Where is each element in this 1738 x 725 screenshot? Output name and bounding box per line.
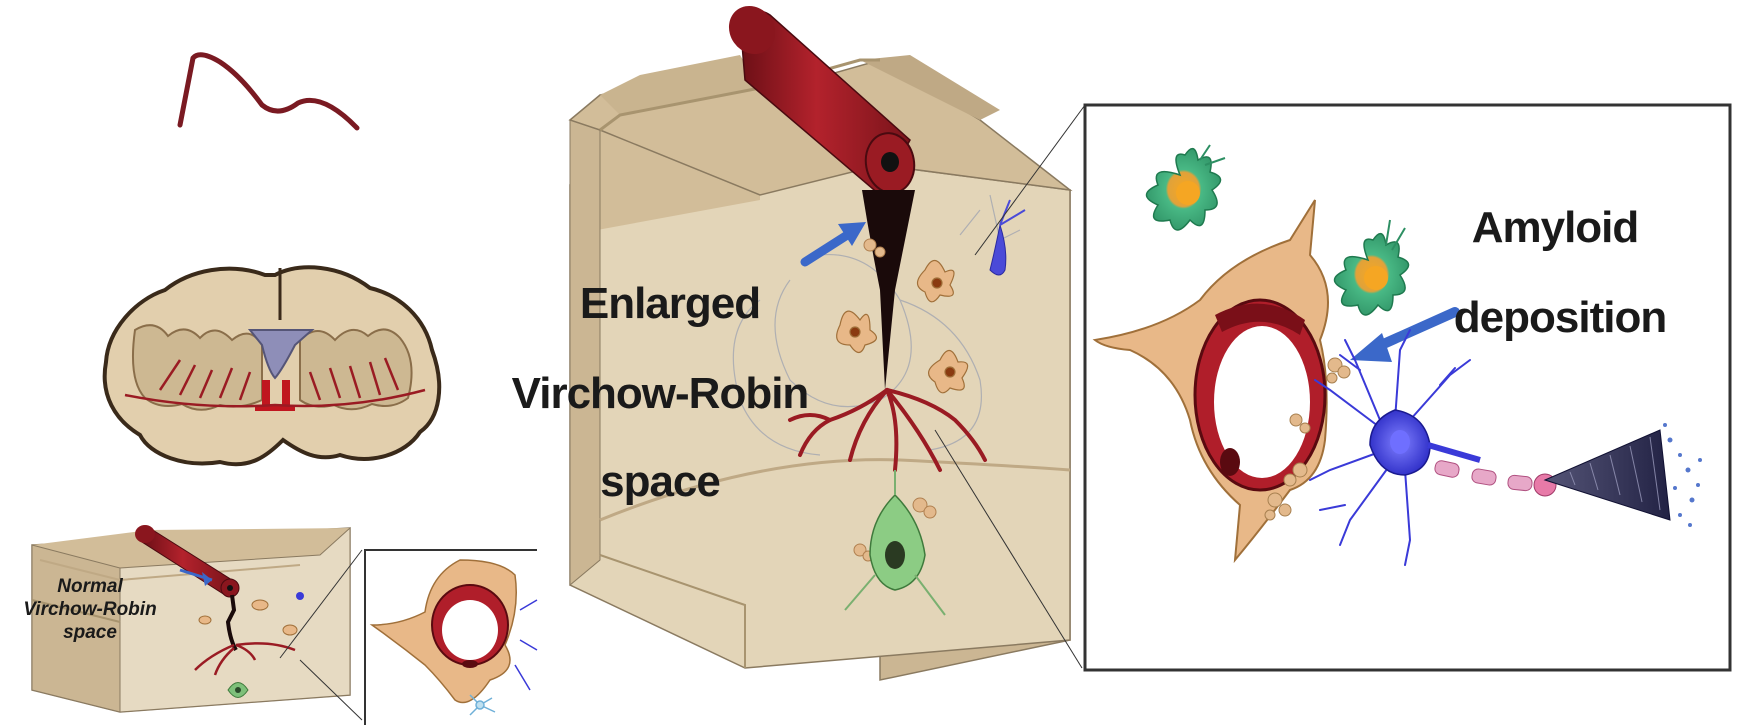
enlarged-tissue-block: Enlarged Virchow-Robin space — [512, 0, 1085, 680]
amyloid-inset-panel: Amyloid deposition — [1085, 105, 1730, 670]
normal-inset-panel — [365, 550, 537, 725]
svg-text:space: space — [600, 457, 720, 506]
svg-text:Enlarged: Enlarged — [580, 279, 760, 328]
svg-text:deposition: deposition — [1454, 293, 1666, 342]
svg-text:Virchow-Robin: Virchow-Robin — [512, 369, 809, 418]
microglia-icon — [470, 695, 495, 715]
svg-text:Amyloid: Amyloid — [1472, 203, 1639, 252]
brain-coronal-icon — [105, 267, 440, 464]
normal-tissue-block: Normal Virchow-Robin space — [23, 525, 362, 720]
wave-trace-icon — [180, 55, 357, 128]
svg-text:Normal: Normal — [57, 576, 123, 597]
svg-text:Virchow-Robin: Virchow-Robin — [23, 599, 156, 620]
svg-text:space: space — [63, 622, 117, 643]
